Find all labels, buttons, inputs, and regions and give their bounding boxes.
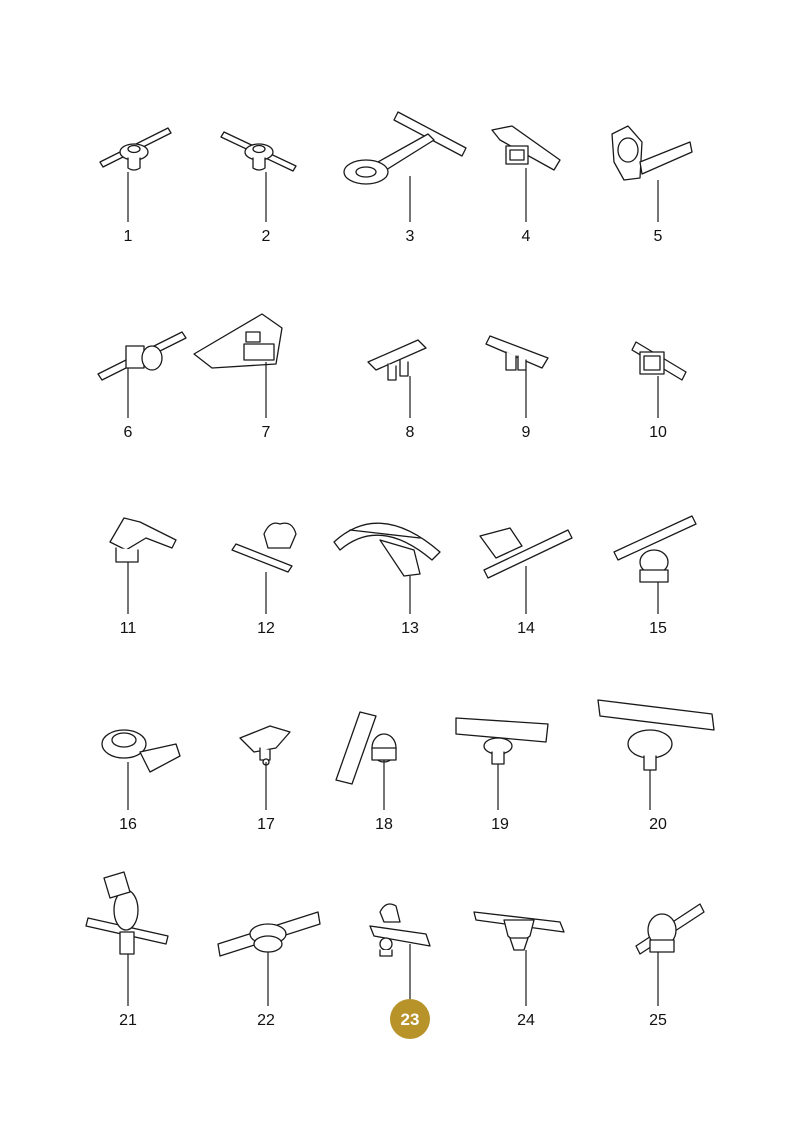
part-20-illustration[interactable] <box>597 699 715 771</box>
part-12-illustration[interactable] <box>231 522 297 573</box>
callout-12[interactable]: 12 <box>257 620 275 637</box>
callout-13[interactable]: 13 <box>401 620 419 637</box>
callout-24[interactable]: 24 <box>517 1012 535 1029</box>
part-1-illustration[interactable] <box>99 127 172 171</box>
part-25-illustration[interactable] <box>635 903 705 955</box>
leader-lines <box>127 168 659 1006</box>
callout-23-highlighted[interactable]: 23 <box>390 999 430 1039</box>
callout-3[interactable]: 3 <box>406 228 415 245</box>
callout-20[interactable]: 20 <box>649 816 667 833</box>
part-22-illustration[interactable] <box>217 911 321 957</box>
part-21-illustration[interactable] <box>85 871 169 955</box>
part-14-illustration[interactable] <box>479 527 573 579</box>
callout-8[interactable]: 8 <box>406 424 415 441</box>
callout-18[interactable]: 18 <box>375 816 393 833</box>
callout-21[interactable]: 21 <box>119 1012 137 1029</box>
callout-9[interactable]: 9 <box>522 424 531 441</box>
part-16-illustration[interactable] <box>101 729 181 773</box>
callout-19[interactable]: 19 <box>491 816 509 833</box>
callout-22[interactable]: 22 <box>257 1012 275 1029</box>
callout-10[interactable]: 10 <box>649 424 667 441</box>
callout-17[interactable]: 17 <box>257 816 275 833</box>
part-11-illustration[interactable] <box>109 517 177 563</box>
callout-11[interactable]: 11 <box>120 620 137 637</box>
part-23-illustration[interactable] <box>369 903 431 957</box>
part-2-illustration[interactable] <box>220 131 297 172</box>
part-15-illustration[interactable] <box>613 515 697 583</box>
part-19-illustration[interactable] <box>455 717 549 765</box>
callout-23-badge <box>390 999 430 1039</box>
part-8-illustration[interactable] <box>367 339 427 381</box>
callout-4[interactable]: 4 <box>522 228 531 245</box>
callout-25[interactable]: 25 <box>649 1012 667 1029</box>
part-17-illustration[interactable] <box>239 725 291 766</box>
callout-2[interactable]: 2 <box>262 228 271 245</box>
callout-5[interactable]: 5 <box>654 228 663 245</box>
part-4-illustration[interactable] <box>491 125 561 171</box>
part-6-illustration[interactable] <box>97 331 187 381</box>
part-9-illustration[interactable] <box>485 335 549 371</box>
part-3-illustration[interactable] <box>343 111 467 185</box>
part-13-illustration[interactable] <box>333 522 441 577</box>
callout-1[interactable]: 1 <box>124 228 133 245</box>
part-5-illustration[interactable] <box>611 125 693 181</box>
callout-6[interactable]: 6 <box>124 424 133 441</box>
part-10-illustration[interactable] <box>631 341 687 381</box>
part-7-illustration[interactable] <box>193 313 283 369</box>
part-24-illustration[interactable] <box>473 911 565 951</box>
callouts: 1 2 3 4 5 6 7 8 9 10 11 12 13 14 15 16 1… <box>119 228 667 1039</box>
callout-14[interactable]: 14 <box>517 620 535 637</box>
callout-7[interactable]: 7 <box>262 424 271 441</box>
callout-15[interactable]: 15 <box>649 620 667 637</box>
part-18-illustration[interactable] <box>335 711 397 785</box>
callout-16[interactable]: 16 <box>119 816 137 833</box>
callout-23: 23 <box>401 1010 420 1029</box>
